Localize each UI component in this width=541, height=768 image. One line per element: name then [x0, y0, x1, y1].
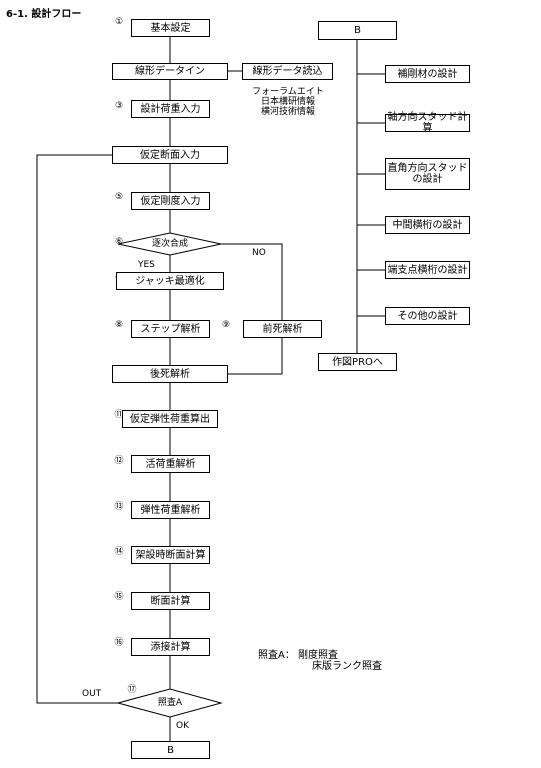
step-number-8: ⑧ [114, 320, 124, 330]
right-box-end-support-crossbeam: 端支点横桁の設計 [385, 261, 470, 279]
step-number-14: ⑭ [114, 547, 124, 557]
step-box-linear-data-in: 線形データイン [112, 63, 228, 80]
step-box-erection-section-calc: 架設時断面計算 [131, 546, 210, 564]
right-box-other-design: その他の設計 [385, 307, 470, 325]
step-box-jack-optimization: ジャッキ最適化 [116, 272, 224, 290]
step-number-15: ⑮ [114, 592, 124, 602]
step-number-1: ① [114, 17, 124, 27]
page-title: 6-1. 設計フロー [6, 9, 82, 20]
step-box-splice-calc: 添接計算 [131, 638, 210, 656]
check-a-note-line2: 床版ランク照査 [312, 661, 382, 672]
decision-diamond-check-a [116, 688, 223, 718]
right-box-stiffener-design: 補剛材の設計 [385, 65, 470, 83]
right-end-box-drawing-pro: 作図PROへ [318, 353, 397, 371]
end-box-b: B [131, 741, 210, 759]
step-box-live-load-analysis: 活荷重解析 [131, 455, 210, 473]
out-label: OUT [82, 689, 102, 699]
step-box-post-dead-analysis: 後死解析 [112, 365, 228, 383]
right-box-intermediate-crossbeam: 中間横桁の設計 [385, 216, 470, 234]
linear-data-read-box: 線形データ読込 [242, 63, 333, 80]
step-box-pre-dead-analysis: 前死解析 [243, 320, 322, 338]
check-a-note-line1: 照査A： 剛度照査 [258, 650, 339, 661]
source-forum8: フォーラムエイト [252, 87, 324, 97]
step-number-11: ⑪ [114, 410, 124, 420]
step-number-9: ⑨ [221, 320, 231, 330]
step-number-5: ⑤ [114, 192, 124, 202]
step-number-17: ⑰ [127, 685, 137, 695]
decision-label-check-a: 照査A [157, 698, 183, 708]
yes-label: YES [138, 260, 155, 270]
step-number-3: ③ [114, 101, 124, 111]
decision-label-sequential: 逐次合成 [151, 239, 188, 249]
step-box-basic-settings: 基本設定 [131, 19, 210, 37]
step-box-assumed-stiffness: 仮定剛度入力 [131, 192, 210, 210]
step-box-design-load: 設計荷重入力 [131, 100, 210, 118]
step-box-elastic-load-analysis: 弾性荷重解析 [131, 501, 210, 519]
step-number-13: ⑬ [114, 502, 124, 512]
step-number-12: ⑫ [114, 456, 124, 466]
step-box-assumed-section: 仮定断面入力 [112, 146, 228, 164]
ok-label: OK [176, 721, 189, 731]
step-box-section-calc: 断面計算 [131, 592, 210, 610]
source-yokogawa: 横河技術情報 [260, 107, 315, 117]
step-box-step-analysis: ステップ解析 [131, 320, 210, 338]
right-box-transverse-stud: 直角方向スタッド の設計 [385, 158, 470, 190]
step-box-elastic-load-calc: 仮定弾性荷重算出 [122, 410, 218, 428]
no-label: NO [252, 248, 266, 258]
right-box-axial-stud: 軸方向スタッド計算 [385, 112, 470, 134]
source-nihon-koken: 日本構研情報 [260, 97, 315, 107]
step-number-16: ⑯ [114, 638, 124, 648]
right-start-box-b: B [318, 21, 397, 40]
decision-diamond-sequential [117, 232, 222, 256]
step-number-6: ⑥ [114, 237, 124, 247]
